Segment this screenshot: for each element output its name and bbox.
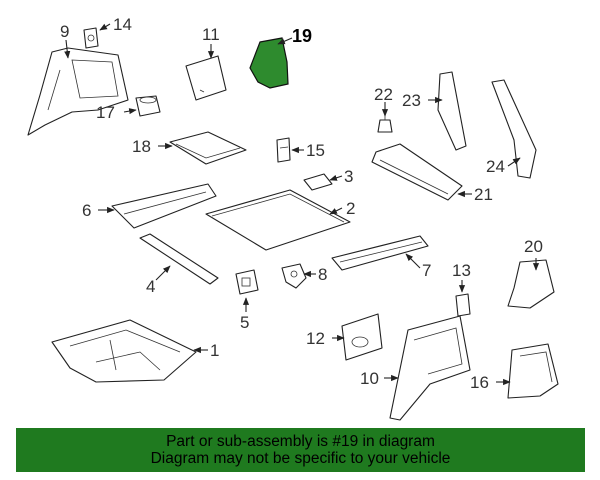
part-11-cover[interactable] <box>185 55 227 101</box>
callout-13[interactable]: 13 <box>452 261 471 280</box>
part-15-clip[interactable] <box>276 137 291 163</box>
part-23-pillar-trim[interactable] <box>437 71 467 151</box>
callout-10[interactable]: 10 <box>360 369 379 388</box>
part-21-cargo-cover[interactable] <box>371 143 463 201</box>
callout-6[interactable]: 6 <box>82 201 91 220</box>
part-16-storage-bin[interactable] <box>507 343 559 399</box>
part-2-load-floor[interactable] <box>205 189 351 251</box>
leader-17 <box>123 108 137 115</box>
part-7-sill-trim[interactable] <box>331 235 429 271</box>
part-4-strip[interactable] <box>139 233 219 285</box>
callout-5[interactable]: 5 <box>240 313 249 332</box>
part-24-pillar-trim-rear[interactable] <box>491 79 537 179</box>
callout-9[interactable]: 9 <box>60 22 69 41</box>
callout-23[interactable]: 23 <box>402 91 421 110</box>
leader-9 <box>64 39 71 59</box>
callout-24[interactable]: 24 <box>486 157 505 176</box>
part-18-tray[interactable] <box>169 131 247 165</box>
leader-24 <box>507 157 521 167</box>
part-1-floor-pan[interactable] <box>51 319 197 383</box>
part-5-latch[interactable] <box>235 269 259 295</box>
callout-19[interactable]: 19 <box>292 26 312 46</box>
part-9-quarter-trim[interactable] <box>27 47 129 136</box>
banner-line-2: Diagram may not be specific to your vehi… <box>150 450 451 467</box>
part-20-bracket[interactable] <box>507 259 555 309</box>
callout-11[interactable]: 11 <box>202 25 220 44</box>
part-17-cap[interactable] <box>135 95 161 117</box>
callout-1[interactable]: 1 <box>210 341 219 360</box>
callout-21[interactable]: 21 <box>474 185 493 204</box>
part-3-clip[interactable] <box>303 173 333 191</box>
part-12-bracket-panel[interactable] <box>341 313 383 361</box>
callout-7[interactable]: 7 <box>422 261 431 280</box>
part-13-block[interactable] <box>455 293 471 317</box>
info-banner: Part or sub-assembly is #19 in diagram D… <box>16 428 585 472</box>
part-10-side-panel[interactable] <box>389 315 471 421</box>
part-19-highlighted[interactable] <box>249 37 289 89</box>
callout-8[interactable]: 8 <box>318 265 327 284</box>
part-14-bracket[interactable] <box>83 27 99 49</box>
callout-12[interactable]: 12 <box>306 329 325 348</box>
callout-15[interactable]: 15 <box>306 141 325 160</box>
leader-19 <box>277 37 293 45</box>
banner-line-1: Part or sub-assembly is #19 in diagram <box>166 433 435 450</box>
part-6-sill-plate[interactable] <box>111 183 217 229</box>
callout-22[interactable]: 22 <box>374 85 393 104</box>
callout-2[interactable]: 2 <box>346 199 355 218</box>
callout-20[interactable]: 20 <box>524 237 543 256</box>
callout-16[interactable]: 16 <box>470 373 489 392</box>
callout-17[interactable]: 17 <box>96 103 115 122</box>
callout-3[interactable]: 3 <box>344 167 353 186</box>
callout-14[interactable]: 14 <box>113 15 132 34</box>
leader-3 <box>329 174 343 181</box>
leader-14 <box>99 23 111 31</box>
callout-4[interactable]: 4 <box>146 277 155 296</box>
callout-18[interactable]: 18 <box>132 137 151 156</box>
part-8-hook[interactable] <box>281 263 307 289</box>
leader-7 <box>405 253 421 269</box>
leader-4 <box>155 265 171 281</box>
leader-2 <box>329 207 343 215</box>
